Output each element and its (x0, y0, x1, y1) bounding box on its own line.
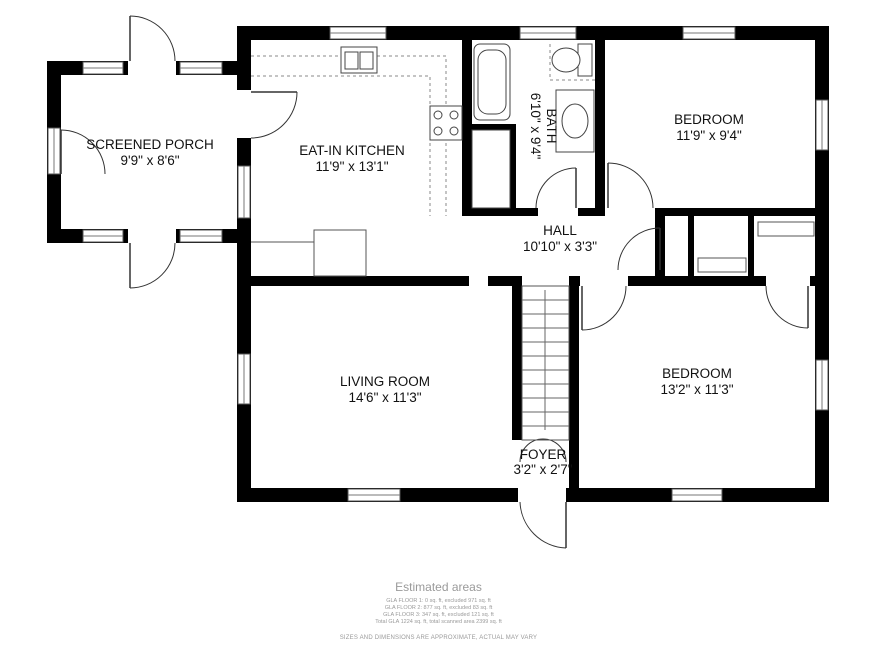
footer-line-3: GLA FLOOR 3: 347 sq. ft, excluded 121 sq… (383, 612, 494, 618)
hall-dims: 10'10" x 3'3" (523, 239, 597, 254)
footer-line-4: Total GLA 1224 sq. ft, total scanned are… (375, 619, 502, 625)
bedroom-top-label: BEDROOM (674, 112, 744, 127)
footer-disclaimer: SIZES AND DIMENSIONS ARE APPROXIMATE, AC… (339, 635, 538, 641)
hall-label: HALL (543, 223, 577, 238)
foyer-dims: 3'2" x 2'7" (513, 462, 572, 477)
screened-porch-label: SCREENED PORCH (86, 137, 214, 152)
bedroom-bottom-label: BEDROOM (662, 366, 732, 381)
windows (47, 26, 829, 502)
bath-dims: 6'10" x 9'4" (528, 93, 543, 160)
living-room-dims: 14'6" x 11'3" (348, 390, 421, 405)
bath-label: BATH (544, 108, 559, 143)
footer-line-1: GLA FLOOR 1: 0 sq. ft, excluded 971 sq. … (386, 598, 491, 604)
kitchen-fixtures (251, 46, 463, 277)
foyer-label: FOYER (520, 447, 567, 462)
bedroom-top-dims: 11'9" x 9'4" (676, 128, 742, 143)
room-labels: SCREENED PORCH 9'9" x 8'6" EAT-IN KITCHE… (86, 93, 744, 477)
footer-title: Estimated areas (395, 580, 482, 594)
stairs (521, 285, 570, 441)
kitchen-dims: 11'9" x 13'1" (315, 159, 388, 174)
exterior-walls (47, 26, 829, 502)
footer-line-2: GLA FLOOR 2: 877 sq. ft, excluded 83 sq.… (384, 605, 493, 611)
doors (60, 15, 815, 549)
bath-fixtures (471, 43, 595, 209)
screened-porch-dims: 9'9" x 8'6" (120, 153, 179, 168)
kitchen-label: EAT-IN KITCHEN (299, 143, 405, 158)
living-room-label: LIVING ROOM (340, 374, 430, 389)
bedroom-bottom-dims: 13'2" x 11'3" (660, 382, 733, 397)
